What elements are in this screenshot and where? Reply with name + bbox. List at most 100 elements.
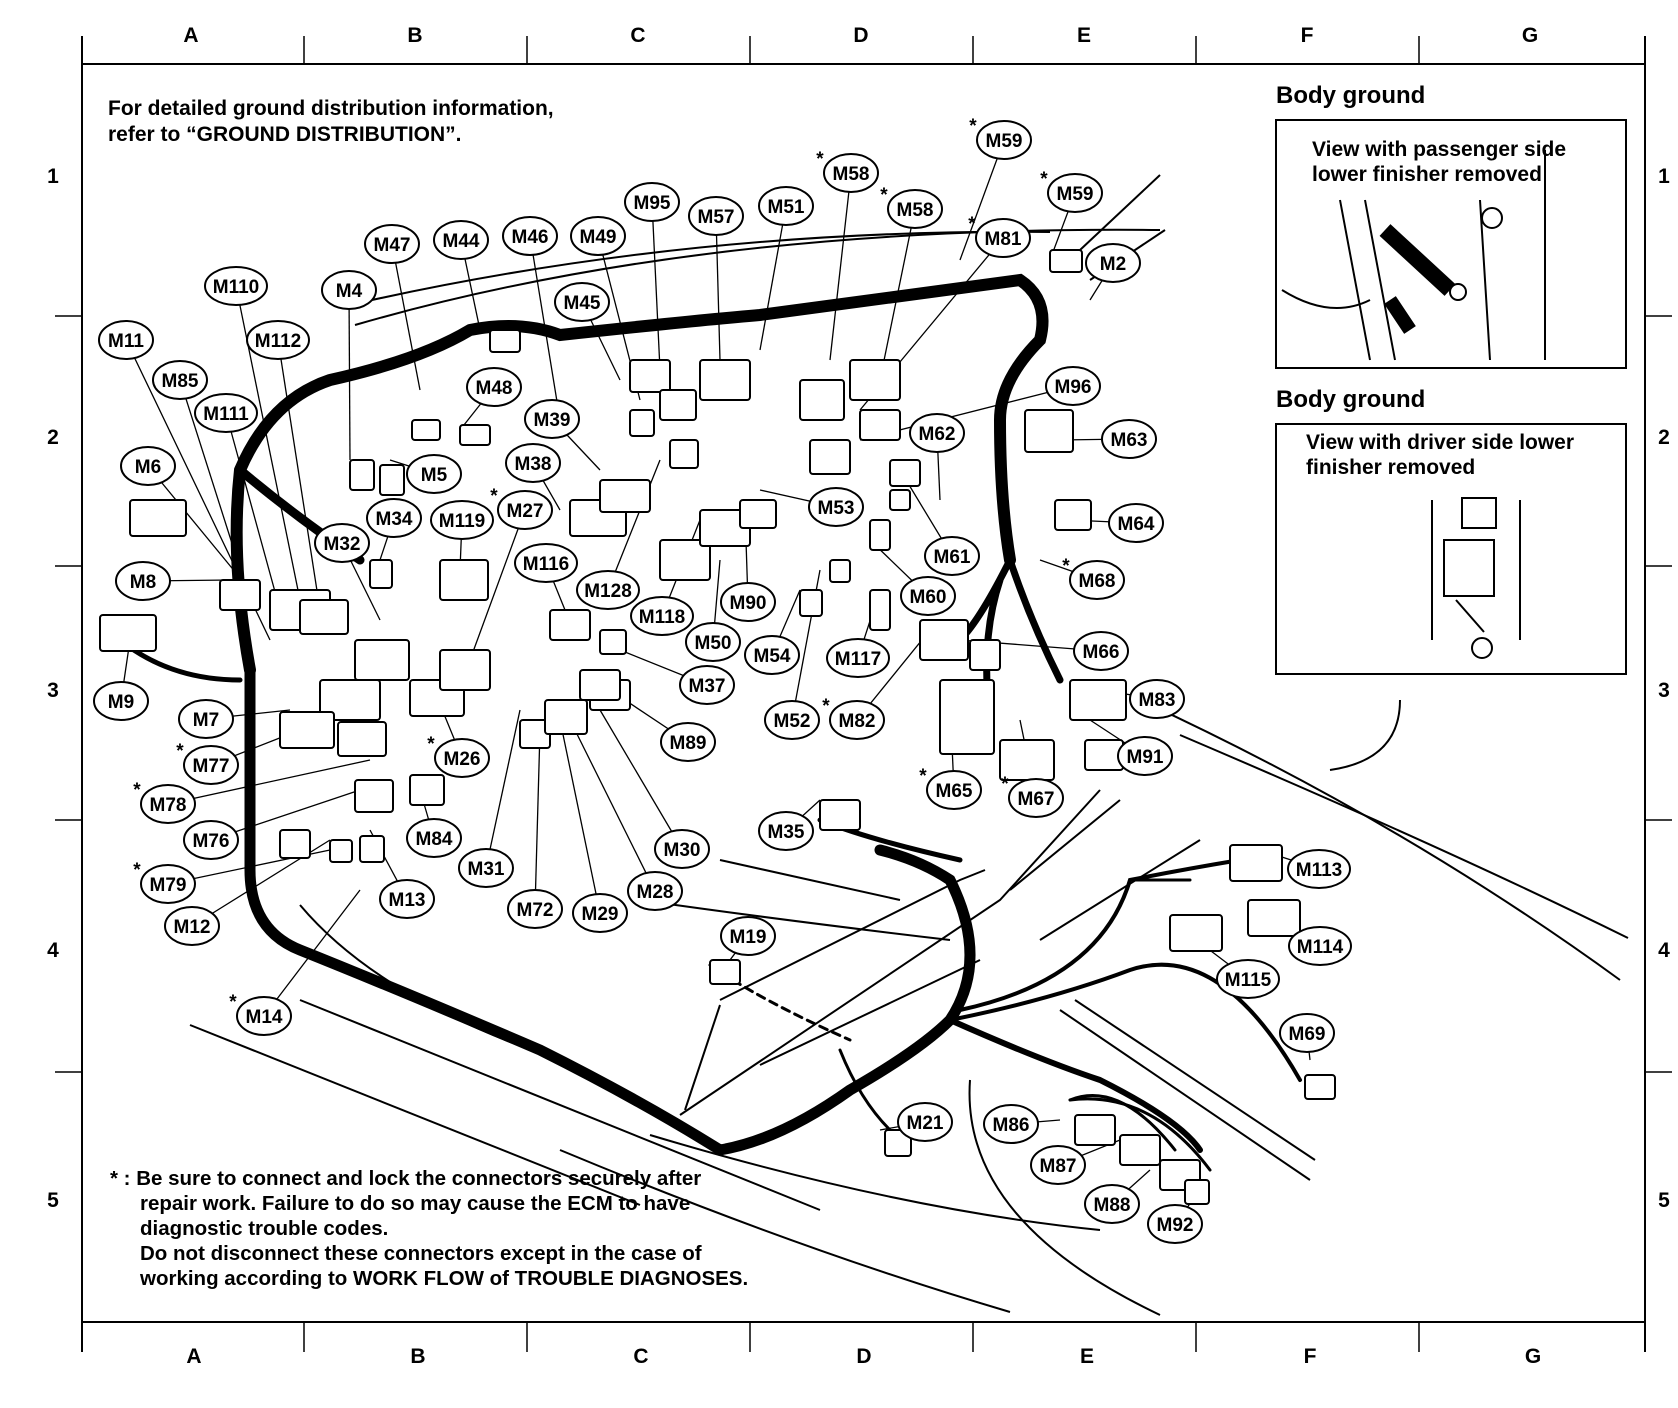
connector-label: M119 <box>439 511 485 532</box>
connector-label: M29 <box>582 904 619 925</box>
connector-callout: M118 <box>630 596 694 636</box>
connector-bodies <box>99 249 1336 1205</box>
column-label-bottom: D <box>856 1345 871 1368</box>
connector-callout: M13 <box>379 879 435 919</box>
connector-label: M21 <box>907 1113 944 1134</box>
callout-bubble <box>246 320 310 360</box>
connector-callout: M4 <box>321 270 377 310</box>
row-label-left: 3 <box>47 679 59 702</box>
callout-bubble <box>983 1104 1039 1144</box>
callout-bubble <box>1085 243 1141 283</box>
connector-label: M11 <box>108 331 144 352</box>
connector-body <box>669 439 699 469</box>
callout-bubble <box>758 811 814 851</box>
callout-leader <box>959 139 1005 261</box>
column-label-bottom: C <box>633 1345 648 1368</box>
connector-body <box>129 499 187 537</box>
connector-label: M77 <box>193 756 230 777</box>
connector-body <box>439 649 491 691</box>
connector-body <box>829 559 851 583</box>
callout-bubble <box>366 498 422 538</box>
star-marker: * <box>133 860 141 881</box>
column-label-top: E <box>1077 24 1091 47</box>
connector-body <box>889 489 911 511</box>
connector-label: M27 <box>507 501 544 522</box>
connector-label: M8 <box>130 572 156 593</box>
connector-label: M54 <box>754 646 791 667</box>
callout-leader <box>469 509 526 661</box>
callout-bubble <box>514 543 578 583</box>
connector-callout: M32 <box>314 523 370 563</box>
connector-label: M63 <box>1111 430 1148 451</box>
connector-body <box>1304 1074 1336 1100</box>
connector-callout: M112 <box>246 320 310 360</box>
connector-callout: M62 <box>909 413 965 453</box>
connector-callout: M60 <box>900 576 956 616</box>
connector-body <box>819 799 861 831</box>
connector-label: M30 <box>664 840 701 861</box>
callout-bubble <box>688 196 744 236</box>
callout-bubble <box>909 413 965 453</box>
connector-body <box>329 839 353 863</box>
connector-label: M112 <box>255 331 301 352</box>
connector-label: M88 <box>1094 1195 1131 1216</box>
connector-body <box>884 1129 912 1157</box>
connector-callout: M37 <box>679 665 735 705</box>
connector-callout: M117 <box>826 638 890 678</box>
callout-bubble <box>685 622 741 662</box>
connector-callout: M46 <box>502 216 558 256</box>
connector-label: M12 <box>174 917 211 938</box>
warning-line-4: Do not disconnect these connectors excep… <box>140 1242 702 1265</box>
connector-body <box>337 721 387 757</box>
callout-bubble <box>1216 959 1280 999</box>
callout-bubble <box>204 266 268 306</box>
connector-body <box>369 559 393 589</box>
callout-bubble <box>679 665 735 705</box>
inset-1-caption-line-2: lower finisher removed <box>1312 163 1542 186</box>
callout-bubble <box>507 889 563 929</box>
connector-callout: M11 <box>98 320 154 360</box>
connector-label: M118 <box>639 607 685 628</box>
callout-bubble <box>502 216 558 256</box>
column-label-top: C <box>630 24 645 47</box>
callout-bubble <box>897 1102 953 1142</box>
connector-body <box>219 579 261 611</box>
row-label-left: 5 <box>47 1189 59 1212</box>
connector-callout: M58* <box>880 185 943 229</box>
callout-bubble <box>194 393 258 433</box>
callout-bubble <box>458 848 514 888</box>
callout-bubble <box>720 916 776 956</box>
connector-label: M9 <box>108 692 134 713</box>
connector-label: M111 <box>203 404 249 425</box>
connector-label: M59 <box>986 131 1023 152</box>
callout-bubble <box>93 681 149 721</box>
connector-body <box>1169 914 1223 952</box>
connector-label: M79 <box>150 875 187 896</box>
callout-bubble <box>524 399 580 439</box>
connector-body <box>1184 1179 1210 1205</box>
column-label-top: A <box>183 24 198 47</box>
connector-callout: M45 <box>554 282 610 322</box>
connector-callout: M39 <box>524 399 580 439</box>
connector-body <box>629 409 655 437</box>
connector-body <box>939 679 995 755</box>
callout-bubble <box>624 182 680 222</box>
connector-callout: M128 <box>576 570 640 610</box>
connector-label: M26 <box>444 749 481 770</box>
star-marker: * <box>229 992 237 1013</box>
warning-line-2: repair work. Failure to do so may cause … <box>140 1192 691 1215</box>
warning-line-5: working according to WORK FLOW of TROUBL… <box>140 1267 749 1290</box>
callout-bubble <box>924 536 980 576</box>
star-marker: * <box>919 766 927 787</box>
connector-label: M39 <box>534 410 571 431</box>
connector-label: M58 <box>897 200 934 221</box>
callout-bubble <box>572 893 628 933</box>
connector-callout: M49 <box>570 216 626 256</box>
row-label-right: 5 <box>1658 1189 1670 1212</box>
inset-2-heading: Body ground <box>1276 386 1426 413</box>
connector-label: M117 <box>835 649 881 670</box>
connector-callout: M28 <box>627 871 683 911</box>
